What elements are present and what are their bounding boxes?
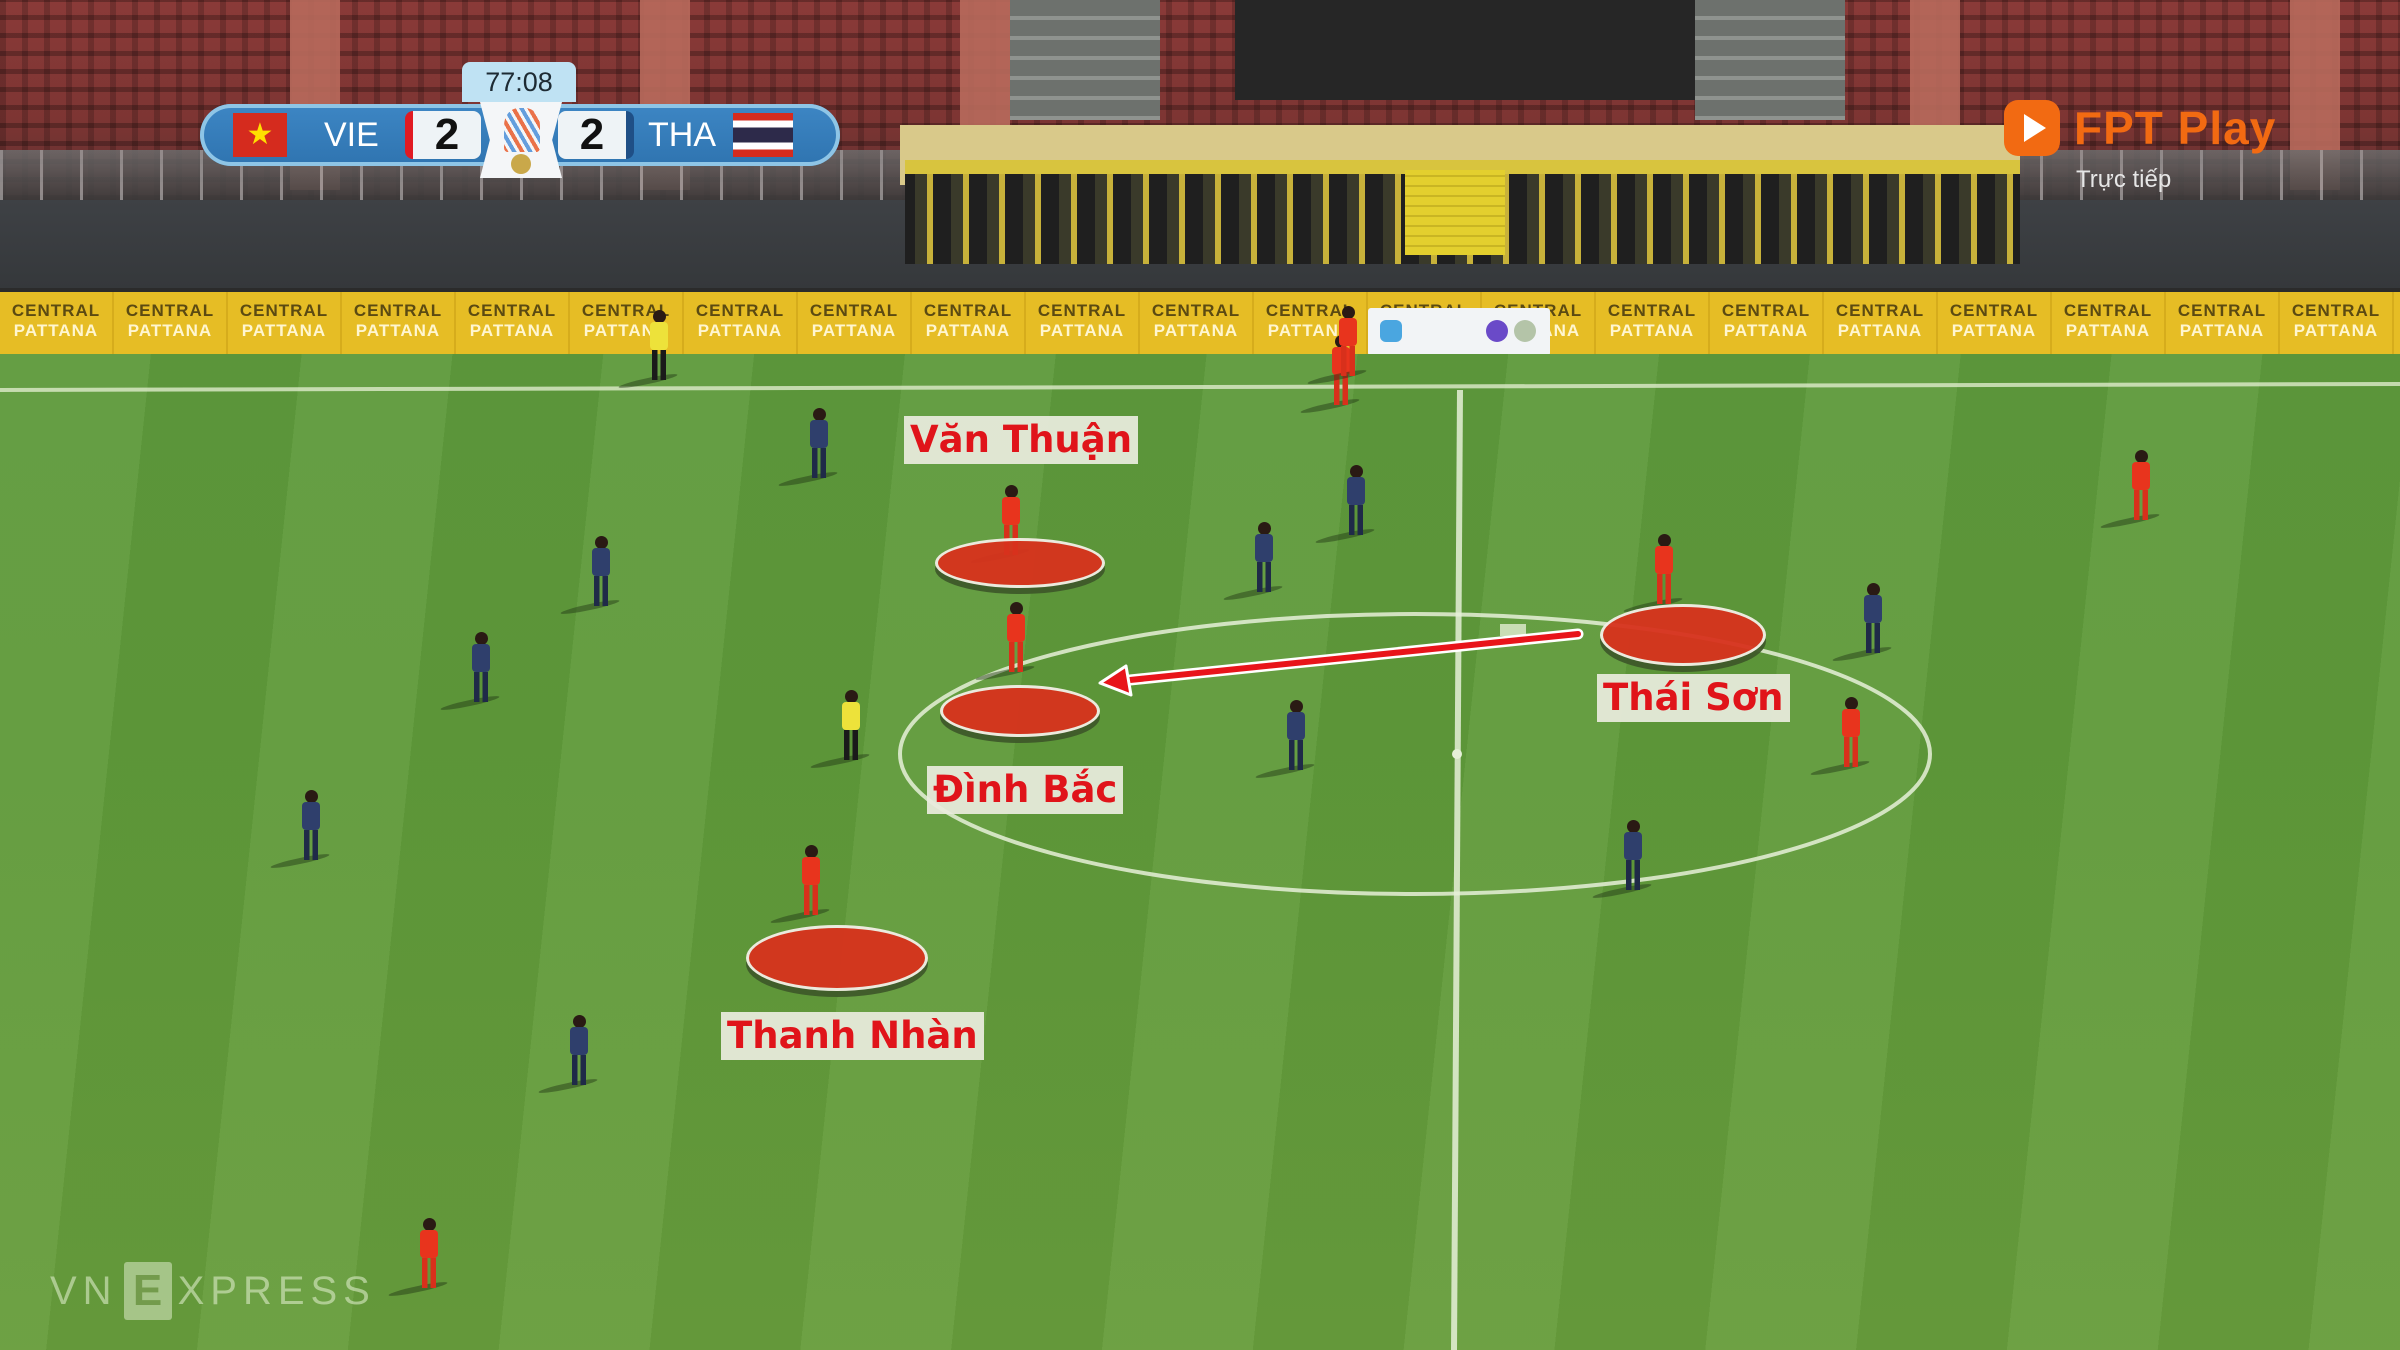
player-label-van-thuan: Văn Thuận <box>904 416 1139 464</box>
watermark-prefix: VN <box>50 1268 118 1313</box>
thailand-player-figure <box>590 536 612 608</box>
stage-scaffold <box>1695 0 1845 120</box>
vietnam-player-figure <box>800 845 822 917</box>
away-score: 2 <box>558 111 634 159</box>
vietnam-flag-icon: ★ <box>233 113 287 157</box>
referee-figure <box>648 310 670 382</box>
thailand-player-figure <box>808 408 830 480</box>
vietnam-player-figure <box>1840 697 1862 769</box>
tournament-logo <box>480 102 562 178</box>
highlight-disc-van-thuan <box>935 538 1105 588</box>
away-team-code: THA <box>648 116 716 154</box>
highlight-disc-dinh-bac <box>940 685 1100 737</box>
watermark-suffix: XPRESS <box>177 1268 376 1313</box>
sponsor-logos-board <box>1368 308 1550 356</box>
thailand-player-figure <box>1253 522 1275 594</box>
broadcaster-name: FPT Play <box>2074 102 2277 154</box>
vietnam-player-figure <box>2130 450 2152 522</box>
thailand-player-figure <box>300 790 322 862</box>
thailand-player-figure <box>1285 700 1307 772</box>
sponsor-logo-icon <box>1514 320 1536 342</box>
thailand-player-figure <box>1862 583 1884 655</box>
vietnam-player-figure <box>1337 306 1359 378</box>
live-status: Trực tiếp <box>2076 166 2172 193</box>
thailand-player-figure <box>1345 465 1367 537</box>
broadcaster-logo: FPT Play <box>2004 98 2276 158</box>
vietnam-player-figure <box>418 1218 440 1290</box>
vietnam-player-figure <box>1653 534 1675 606</box>
referee-figure <box>840 690 862 762</box>
player-label-thai-son: Thái Sơn <box>1597 674 1790 722</box>
highlight-disc-thanh-nhan <box>746 925 928 991</box>
scoreboard: ★ VIE 2 2 THA 77:08 <box>200 62 840 178</box>
sponsor-logo-icon <box>1380 320 1402 342</box>
thailand-player-figure <box>470 632 492 704</box>
medal-icon <box>511 154 531 174</box>
player-label-thanh-nhan: Thanh Nhàn <box>721 1012 984 1060</box>
match-clock: 77:08 <box>462 62 576 102</box>
vietnam-player-figure <box>1005 602 1027 674</box>
watermark-e-box: E <box>123 1262 172 1320</box>
home-score: 2 <box>405 111 481 159</box>
sea-games-logo-icon <box>504 108 540 152</box>
sponsor-logo-icon <box>1486 320 1508 342</box>
highlight-disc-thai-son <box>1600 604 1766 666</box>
thailand-player-figure <box>568 1015 590 1087</box>
home-team-code: VIE <box>324 116 379 154</box>
thailand-player-figure <box>1622 820 1644 892</box>
football-pitch <box>0 354 2400 1350</box>
vnexpress-watermark: VN E XPRESS <box>50 1262 376 1320</box>
player-label-dinh-bac: Đình Bắc <box>927 766 1124 814</box>
stage-scaffold <box>1010 0 1160 120</box>
pitch-markings <box>0 382 2400 1350</box>
play-icon <box>2004 100 2060 156</box>
stage-stairs <box>1405 170 1505 255</box>
stage-backdrop <box>1235 0 1695 100</box>
thailand-flag-icon <box>733 113 793 157</box>
